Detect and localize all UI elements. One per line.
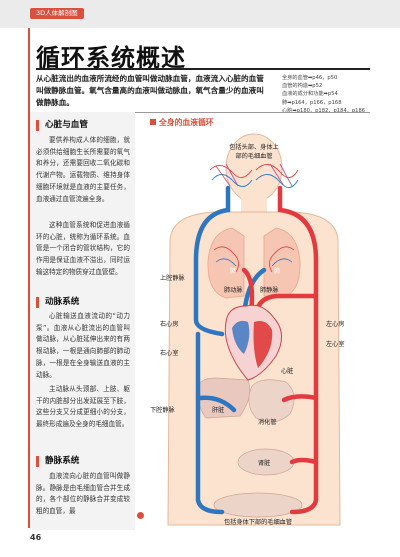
ref-item: 全身的血管➡p46，p50 bbox=[282, 75, 338, 81]
label-inferior-vena-cava: 下腔静脉 bbox=[150, 406, 176, 414]
label-pulmonary-artery: 肺动脉 bbox=[224, 286, 243, 294]
lower-body-tissue bbox=[213, 492, 303, 518]
label-head-capillaries-line1: 包括头部、身体上 bbox=[229, 143, 279, 151]
paragraph: 血液流向心脏的血管叫做静脉。静脉是由毛细血管合并生成的，各个部位的静脉合并变成较… bbox=[36, 472, 130, 516]
digestive-tract bbox=[248, 379, 295, 423]
paragraph: 心脏输送血液流动的“动力泵”。血液从心脏流出的血管叫做动脉，从心脏延伸出来的有两… bbox=[36, 312, 130, 379]
page-number: 46 bbox=[30, 533, 42, 542]
heart bbox=[224, 304, 282, 381]
label-kidney: 肾脏 bbox=[258, 459, 270, 467]
intro-divider bbox=[36, 112, 370, 113]
title-rule bbox=[36, 68, 370, 70]
label-liver: 肝脏 bbox=[212, 406, 224, 414]
left-accent-rule bbox=[28, 28, 30, 528]
figure-title-text: 全身的血液循环 bbox=[159, 118, 214, 127]
section-heading-heart-vessels: 心脏与血管 bbox=[36, 120, 141, 131]
label-head-capillaries-line2: 部的毛细血管 bbox=[235, 152, 272, 160]
label-right-ventricle: 右心室 bbox=[160, 349, 179, 357]
section-heading-venous-system: 静脉系统 bbox=[36, 456, 141, 467]
head-capillaries-label: 包括头部、身体上 部的毛细血管 bbox=[229, 143, 279, 160]
square-bullet-icon bbox=[150, 119, 156, 125]
ref-item: 血液的成分和功能➡p54 bbox=[282, 91, 338, 98]
head-capillaries bbox=[209, 163, 299, 188]
cross-references: 全身的血管➡p46，p50 血管的构造➡p52 血液的成分和功能➡p54 肺➡p… bbox=[282, 74, 382, 115]
page-title: 循环系统概述 bbox=[36, 44, 186, 72]
label-right-atrium: 右心房 bbox=[160, 320, 179, 328]
label-left-ventricle: 左心室 bbox=[326, 340, 345, 348]
label-superior-vena-cava: 上腔静脉 bbox=[160, 274, 186, 282]
paragraph: 主动脉从头颈部、上肢、躯干的内脏部分出发延展至下肢，这些分支又分成更细小的分支，… bbox=[36, 385, 130, 429]
ref-item: 心脏➡p180，p182，p184，p186 bbox=[282, 107, 366, 114]
figure-title: 全身的血液循环 bbox=[150, 117, 214, 128]
text-column-background bbox=[30, 112, 135, 530]
ref-item: 肺➡p164，p166，p168 bbox=[282, 99, 342, 106]
label-heart: 心脏 bbox=[281, 367, 293, 375]
series-tag: 3D人体解剖图 bbox=[30, 8, 84, 19]
label-lower-capillaries: 包括身体下部的毛细血管 bbox=[224, 518, 292, 526]
paragraph: 要供养构成人体的细胞，就必须供给细胞生长所需要的氧气和养分，还需要回收二氧化碳和… bbox=[36, 136, 130, 203]
label-lung-left: 肺 bbox=[274, 268, 280, 275]
intro-text: 从心脏流出的血液所流经的血管叫做动脉血管，血液流入心脏的血管叫做静脉血管。氧气含… bbox=[36, 74, 264, 107]
label-digestive-tract: 消化管 bbox=[258, 418, 277, 426]
label-pulmonary-vein: 肺静脉 bbox=[260, 286, 279, 294]
section-heading-arterial-system: 动脉系统 bbox=[36, 297, 141, 308]
lung-capillaries bbox=[213, 246, 295, 273]
paragraph: 这种血管系统和促进血液循环的心脏，统称为循环系统。血管是一个闭合的管状结构，它的… bbox=[36, 221, 130, 276]
label-left-atrium: 左心房 bbox=[326, 320, 345, 328]
right-lung bbox=[207, 227, 245, 299]
label-lung-right: 肺 bbox=[230, 268, 236, 275]
continue-marker bbox=[137, 512, 144, 519]
ref-item: 血管的构造➡p52 bbox=[282, 83, 323, 90]
